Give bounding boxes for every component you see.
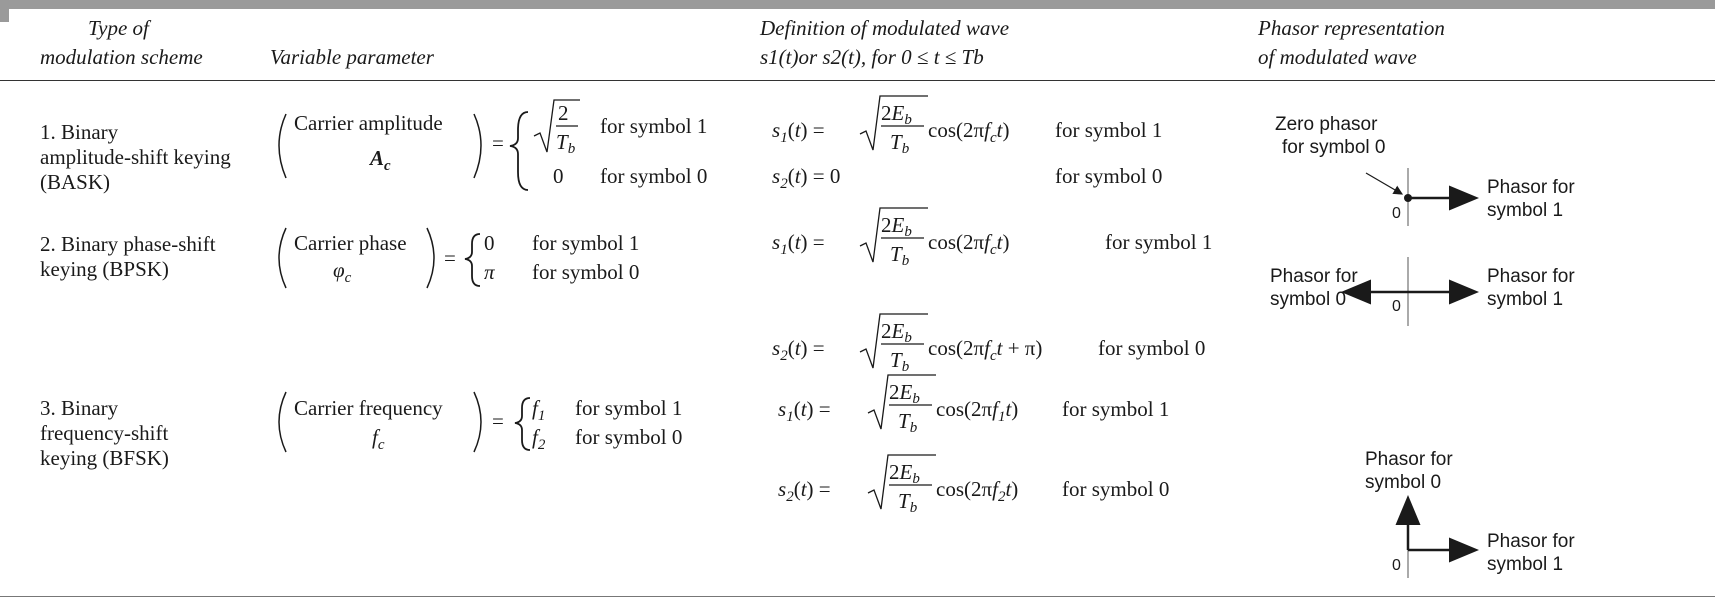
svg-text:s1(t) =: s1(t) = — [772, 118, 825, 146]
svg-text:Tb: Tb — [898, 409, 918, 436]
row1-zero-label-line1: Zero phasor — [1275, 114, 1378, 135]
row2-phasor0-line2: symbol 0 — [1270, 289, 1346, 310]
header-col3-line2: s1(t)or s2(t), for 0 ≤ t ≤ Tb — [760, 45, 984, 69]
row3-param-symbol: fc — [372, 425, 385, 453]
row3-phasor-diagram: Phasor for symbol 0 0 Phasor for symbol … — [1365, 449, 1575, 578]
row2-case1-value: 0 — [484, 231, 495, 255]
row1-equals: = — [492, 131, 504, 155]
row2-param-name: Carrier phase — [294, 231, 407, 255]
header-col3-line1: Definition of modulated wave — [760, 16, 1010, 40]
header-col1-line2: modulation scheme — [40, 45, 203, 69]
svg-text:2Eb: 2Eb — [889, 460, 920, 487]
svg-text:s2(t) =: s2(t) = — [772, 336, 825, 364]
row3-scheme-line1: 3. Binary — [40, 396, 119, 420]
row1-param: Carrier amplitude Ac = 2 Tb for symbol 1… — [278, 99, 707, 191]
row3-case2-label: for symbol 0 — [575, 425, 682, 449]
row3-def2-label: for symbol 0 — [1062, 477, 1169, 501]
row1-case2-label: for symbol 0 — [600, 164, 707, 188]
svg-text:cos(2πfct): cos(2πfct) — [928, 118, 1009, 146]
row3-case1-label: for symbol 1 — [575, 396, 682, 420]
row1-def2: s2(t) = 0 for symbol 0 — [772, 164, 1162, 192]
svg-text:s1(t) =: s1(t) = — [778, 397, 831, 425]
row1-param-symbol: Ac — [368, 146, 391, 174]
row1-scheme-line3: (BASK) — [40, 170, 111, 194]
svg-text:Tb: Tb — [890, 130, 910, 157]
row1-case1-num: 2 — [558, 101, 569, 125]
row3-phasor1-line2: symbol 1 — [1487, 554, 1563, 575]
row1-scheme-line2: amplitude-shift keying — [40, 145, 231, 169]
svg-text:s1(t) =: s1(t) = — [772, 230, 825, 258]
row2-origin: 0 — [1392, 298, 1401, 315]
row1-scheme-line1: 1. Binary — [40, 120, 119, 144]
row1-def1-label: for symbol 1 — [1055, 118, 1162, 142]
svg-text:s2(t) =: s2(t) = — [778, 477, 831, 505]
row3-def1: s1(t) = 2Eb Tb cos(2πf1t) for symbol 1 — [778, 374, 1169, 436]
svg-text:cos(2πfct + π): cos(2πfct + π) — [928, 336, 1042, 364]
header-col2: Variable parameter — [270, 45, 434, 69]
svg-text:cos(2πfct): cos(2πfct) — [928, 230, 1009, 258]
row2-case2-value: π — [484, 260, 495, 284]
row3-param-name: Carrier frequency — [294, 396, 443, 420]
svg-text:cos(2πf1t): cos(2πf1t) — [936, 397, 1018, 425]
row2-scheme-line1: 2. Binary phase-shift — [40, 232, 216, 256]
row2-phasor0-line1: Phasor for — [1270, 266, 1358, 287]
row1-param-name: Carrier amplitude — [294, 111, 443, 135]
svg-text:2Eb: 2Eb — [881, 101, 912, 128]
row1-def1: s1(t) = 2Eb Tb cos(2πfct) for symbol 1 — [772, 95, 1162, 157]
row1-origin: 0 — [1392, 205, 1401, 222]
svg-text:s2(t) = 0: s2(t) = 0 — [772, 164, 840, 192]
svg-text:Tb: Tb — [890, 348, 910, 375]
row2-def2-label: for symbol 0 — [1098, 336, 1205, 360]
row1-phasor1-line2: symbol 1 — [1487, 200, 1563, 221]
row2-def1: s1(t) = 2Eb Tb cos(2πfct) for symbol 1 — [772, 207, 1212, 269]
row1-phasor1-line1: Phasor for — [1487, 177, 1575, 198]
svg-text:cos(2πf2t): cos(2πf2t) — [936, 477, 1018, 505]
bottom-rule — [0, 596, 1715, 597]
row1-phasor-diagram: Zero phasor for symbol 0 0 Phasor for sy… — [1275, 114, 1575, 226]
row3-case2-value: f2 — [532, 425, 546, 453]
row2-phasor-diagram: Phasor for symbol 0 0 Phasor for symbol … — [1270, 257, 1575, 326]
svg-text:2Eb: 2Eb — [881, 319, 912, 346]
row3-phasor0-line2: symbol 0 — [1365, 472, 1441, 493]
svg-text:Tb: Tb — [890, 242, 910, 269]
row2-param: Carrier phase φc = 0 for symbol 1 π for … — [278, 227, 639, 289]
row1-zero-label-line2: for symbol 0 — [1282, 137, 1385, 158]
row2-phasor1-line2: symbol 1 — [1487, 289, 1563, 310]
row2-case2-label: for symbol 0 — [532, 260, 639, 284]
row3-def2: s2(t) = 2Eb Tb cos(2πf2t) for symbol 0 — [778, 454, 1169, 516]
row3-origin: 0 — [1392, 557, 1401, 574]
svg-text:2Eb: 2Eb — [881, 213, 912, 240]
row1-case1-den: Tb — [556, 130, 576, 157]
top-rule — [0, 0, 1715, 9]
row3-phasor0-line1: Phasor for — [1365, 449, 1453, 470]
svg-text:Tb: Tb — [898, 489, 918, 516]
row2-def2: s2(t) = 2Eb Tb cos(2πfct + π) for symbol… — [772, 313, 1205, 375]
row3-case1-value: f1 — [532, 396, 545, 424]
row2-def1-label: for symbol 1 — [1105, 230, 1212, 254]
svg-text:2Eb: 2Eb — [889, 380, 920, 407]
row3-equals: = — [492, 409, 504, 433]
row2-equals: = — [444, 246, 456, 270]
header-col1-line1: Type of — [88, 16, 149, 40]
row2-scheme-line2: keying (BPSK) — [40, 257, 169, 281]
row2-phasor1-line1: Phasor for — [1487, 266, 1575, 287]
row2-case1-label: for symbol 1 — [532, 231, 639, 255]
row3-phasor1-line1: Phasor for — [1487, 531, 1575, 552]
row3-scheme-line3: keying (BFSK) — [40, 446, 169, 470]
row3-param: Carrier frequency fc = f1 for symbol 1 f… — [278, 391, 682, 453]
header-rule — [0, 80, 1715, 81]
row3-def1-label: for symbol 1 — [1062, 397, 1169, 421]
row3-scheme-line2: frequency-shift — [40, 421, 169, 445]
row1-def2-label: for symbol 0 — [1055, 164, 1162, 188]
header-col4-line1: Phasor representation — [1258, 16, 1445, 40]
row1-case2-value: 0 — [553, 164, 564, 188]
row1-case1-label: for symbol 1 — [600, 114, 707, 138]
header-col4-line2: of modulated wave — [1258, 45, 1417, 69]
left-tick — [0, 0, 9, 22]
row2-param-symbol: φc — [333, 258, 352, 286]
